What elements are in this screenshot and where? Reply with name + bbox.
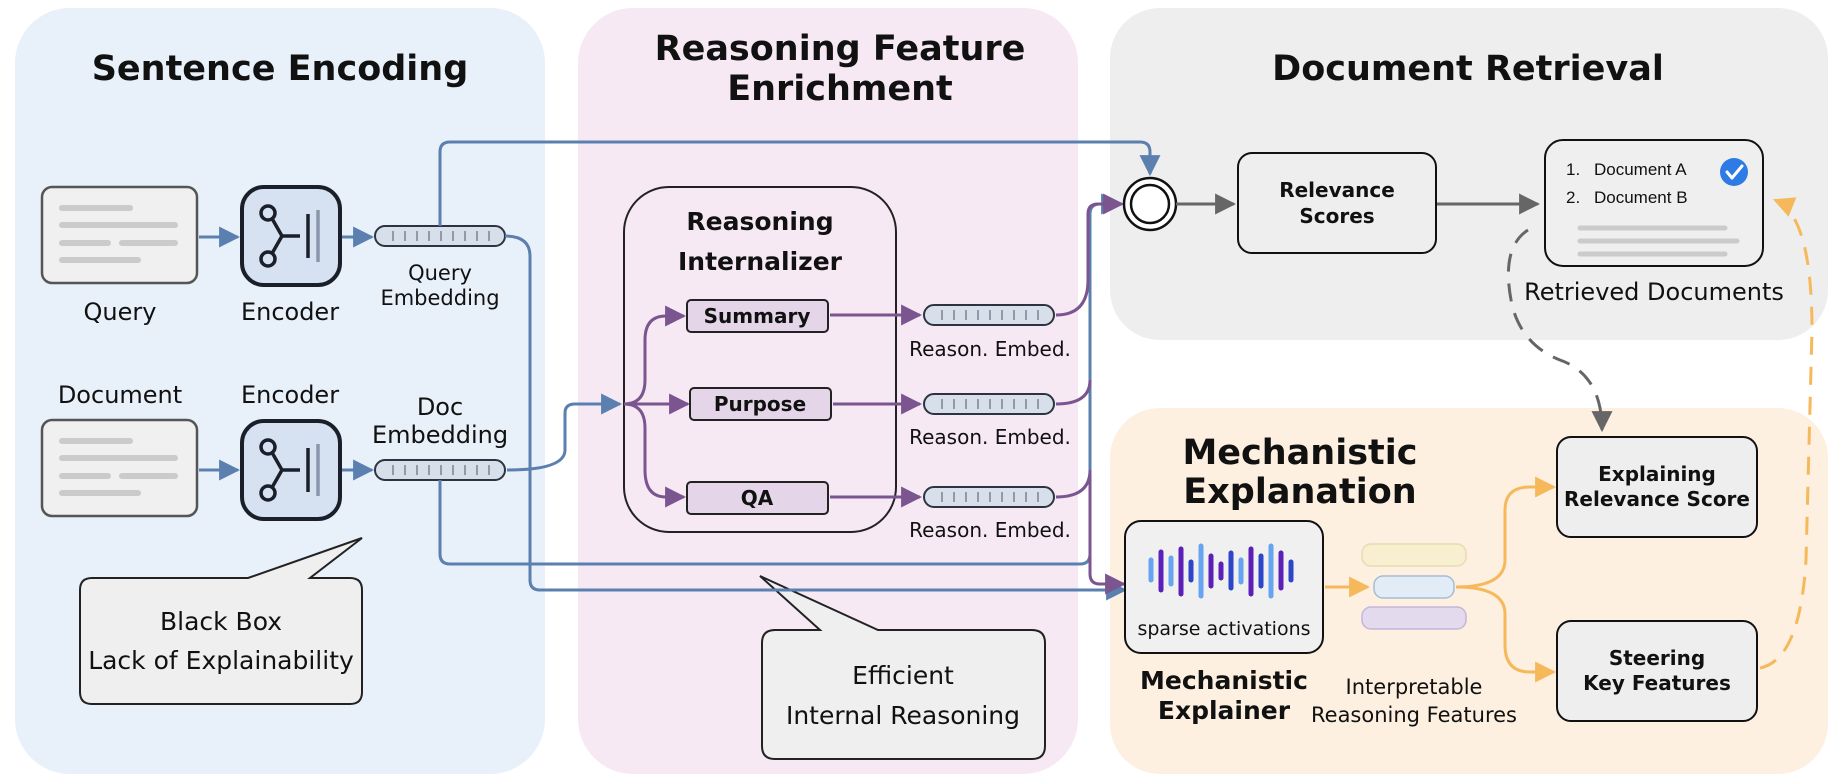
qa-box xyxy=(686,481,829,515)
encoder-bottom-label: Encoder xyxy=(241,381,339,409)
reason-embed-label-3: Reason. Embed. xyxy=(909,518,1071,542)
relevance-line2: Scores xyxy=(1299,204,1374,228)
doc-item-2-number: 2. xyxy=(1566,188,1580,207)
query-embedding-connectors xyxy=(438,140,1161,601)
efficient-line1: Efficient xyxy=(852,661,954,690)
explaining-relevance-box xyxy=(1556,436,1758,538)
steering-line1: Steering xyxy=(1609,646,1705,670)
purpose-label: Purpose xyxy=(714,392,806,416)
summary-box xyxy=(686,299,829,333)
sparse-activations-icon xyxy=(1148,543,1294,599)
qa-label: QA xyxy=(741,486,774,510)
explaining-line1: Explaining xyxy=(1598,462,1716,486)
doc-embedding-label-2: Embedding xyxy=(372,421,508,449)
internalizer-line1: Reasoning xyxy=(686,207,833,236)
relevance-line1: Relevance xyxy=(1279,178,1395,202)
features-line1: Interpretable xyxy=(1346,675,1483,699)
efficient-line2: Internal Reasoning xyxy=(786,701,1020,730)
doc-item-1-name: Document A xyxy=(1594,160,1687,179)
document-document-icon xyxy=(40,418,199,518)
black-box-line1: Black Box xyxy=(160,607,282,636)
document-retrieval-title: Document Retrieval xyxy=(1272,49,1664,89)
internalizer-line2: Internalizer xyxy=(678,247,843,276)
query-embedding-label-2: Embedding xyxy=(380,286,499,310)
reasoning-internalizer-box xyxy=(623,186,897,533)
internalizer-branches xyxy=(623,305,691,508)
steering-features-box xyxy=(1556,620,1758,722)
reason-embed-bar-3 xyxy=(923,486,1055,508)
similarity-operator-icon xyxy=(1122,176,1178,232)
purpose-box xyxy=(689,387,832,421)
retrieved-to-explaining-dashed xyxy=(1506,228,1613,433)
explainer-line1: Mechanistic xyxy=(1140,666,1308,695)
sparse-activations-label: sparse activations xyxy=(1137,618,1310,640)
encoder-top-label: Encoder xyxy=(241,298,339,326)
mechanistic-title-line1: Mechanistic xyxy=(1182,433,1417,473)
item-to-embed-arrows xyxy=(830,304,923,508)
relevance-scores-box xyxy=(1237,152,1437,254)
retrieved-documents-label: Retrieved Documents xyxy=(1524,278,1784,306)
reason-embed-bar-2 xyxy=(923,393,1055,415)
reason-embed-bar-1 xyxy=(923,304,1055,326)
reasoning-title-line1: Reasoning Feature xyxy=(655,29,1026,69)
efficient-callout xyxy=(759,575,1046,760)
explainer-line2: Explainer xyxy=(1158,696,1291,725)
mechanistic-title-line2: Explanation xyxy=(1183,472,1416,512)
reason-embed-label-2: Reason. Embed. xyxy=(909,425,1071,449)
feature-branch-arrows xyxy=(1455,476,1557,683)
sentence-encoding-title: Sentence Encoding xyxy=(92,49,469,89)
check-icon xyxy=(1720,158,1748,186)
query-embedding-bar xyxy=(374,225,506,247)
retrieved-documents-card xyxy=(1544,139,1764,267)
doc-item-2-name: Document B xyxy=(1594,188,1688,207)
document-label: Document xyxy=(58,381,182,409)
feature-bars xyxy=(1361,543,1467,630)
reason-embed-label-1: Reason. Embed. xyxy=(909,337,1071,361)
document-encoder-icon xyxy=(240,419,342,521)
reasoning-title-line2: Enrichment xyxy=(727,69,953,109)
query-document-icon xyxy=(40,185,199,285)
doc-item-1-number: 1. xyxy=(1566,160,1580,179)
summary-label: Summary xyxy=(704,304,811,328)
query-encoder-icon xyxy=(240,185,342,287)
reason-embed-merge xyxy=(1055,193,1127,595)
query-label: Query xyxy=(84,298,157,326)
steering-line2: Key Features xyxy=(1583,671,1731,695)
doc-embedding-label-1: Doc xyxy=(417,393,463,421)
black-box-line2: Lack of Explainability xyxy=(88,646,354,675)
doc-embedding-bar xyxy=(374,459,506,481)
explaining-line2: Relevance Score xyxy=(1564,487,1750,511)
query-embedding-label-1: Query xyxy=(408,261,472,285)
black-box-callout xyxy=(79,537,363,705)
features-line2: Reasoning Features xyxy=(1311,703,1517,727)
